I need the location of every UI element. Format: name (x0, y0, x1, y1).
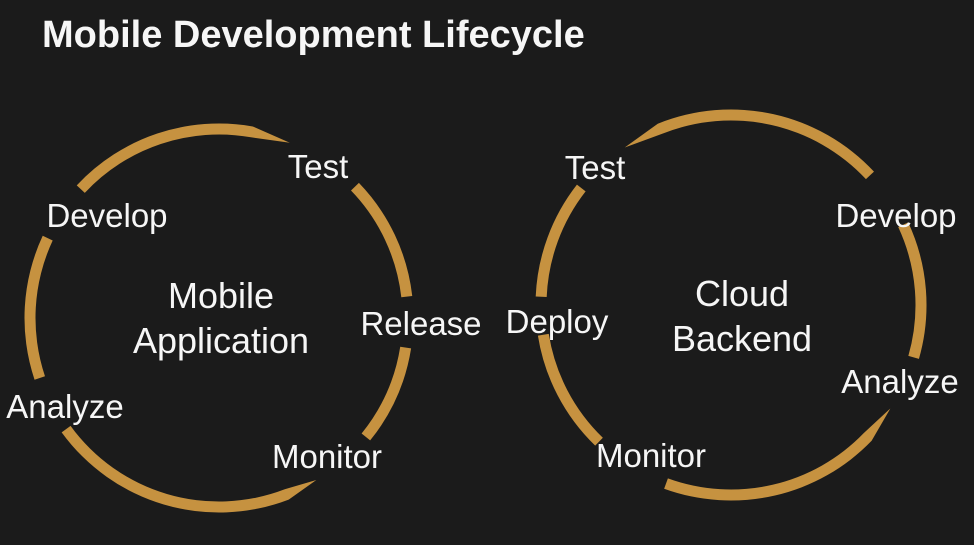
ring-arc-segment (76, 123, 290, 193)
ring-arc-segment (535, 184, 586, 297)
mobile-stage-release: Release (360, 304, 482, 342)
ring-arc-segment (61, 425, 317, 513)
ring-arc-segment (24, 235, 53, 380)
center-label-line: Backend (671, 318, 813, 359)
ring-arc-segment (537, 333, 603, 446)
mobile-stage-analyze: Analyze (6, 387, 124, 425)
center-label-line: Cloud (694, 273, 790, 314)
cloud-stage-develop: Develop (835, 196, 957, 234)
center-label-line: Application (132, 320, 310, 361)
mobile-stage-monitor: Monitor (271, 437, 383, 475)
mobile-stage-test: Test (287, 147, 349, 185)
ring-arc-segment (351, 182, 413, 298)
cloud-stage-monitor: Monitor (595, 436, 707, 474)
cloud-backend-ring (535, 109, 927, 501)
mobile-application-ring (24, 123, 413, 513)
ring-arc-segment (664, 408, 891, 501)
slide-title: Mobile Development Lifecycle (42, 14, 585, 56)
ring-arc-segment (624, 109, 874, 180)
cloud-stage-analyze: Analyze (841, 362, 959, 400)
mobile-application-center-label: Mobile Application (133, 273, 309, 363)
ring-arc-segment (898, 222, 927, 359)
ring-arc-segment (361, 346, 412, 441)
mobile-stage-develop: Develop (46, 196, 168, 234)
center-label-line: Mobile (167, 275, 275, 316)
cloud-stage-deploy: Deploy (505, 302, 609, 340)
cloud-stage-test: Test (564, 148, 626, 186)
cloud-backend-center-label: Cloud Backend (672, 271, 812, 361)
